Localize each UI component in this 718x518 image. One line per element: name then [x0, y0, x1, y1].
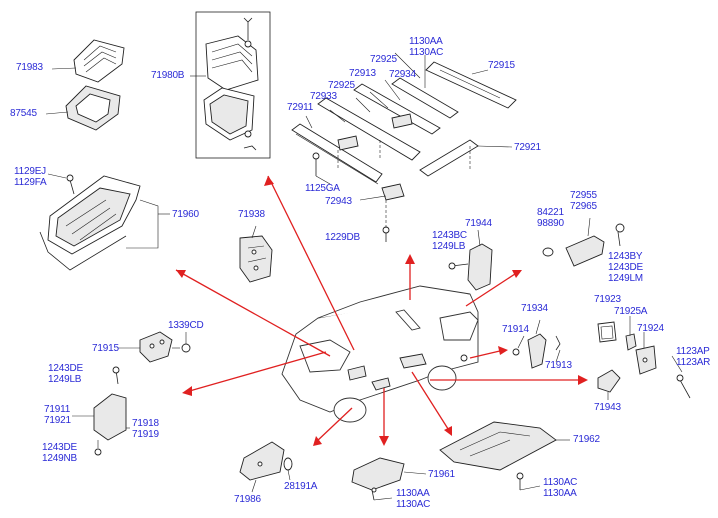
- crossmember-72934: [391, 77, 459, 119]
- crossmember-72911: [291, 123, 383, 185]
- label-72911: 72911: [287, 102, 314, 113]
- label-72943: 72943: [325, 196, 352, 207]
- bracket-71986: [239, 441, 285, 481]
- label-71925a: 71925A: [614, 306, 648, 317]
- label-1130ac-1130aa: 1130AC 1130AA: [543, 477, 578, 499]
- clip-71913: [555, 335, 561, 351]
- bracket-71924: [635, 345, 657, 375]
- label-84221-98890: 84221 98890: [537, 207, 564, 229]
- label-1243de-1249lb: 1243DE 1249LB: [48, 363, 83, 385]
- label-71944: 71944: [465, 218, 492, 229]
- label-71986: 71986: [234, 494, 261, 505]
- bracket-71934: [527, 333, 547, 369]
- label-71915: 71915: [92, 343, 119, 354]
- label-71913: 71913: [545, 360, 572, 371]
- crossmember-72933: [317, 97, 421, 161]
- label-71961: 71961: [428, 469, 455, 480]
- clip-71914: [512, 348, 520, 356]
- shield-71961: [351, 457, 405, 501]
- inset-frame: [195, 11, 271, 159]
- guard-71911: [93, 393, 127, 441]
- plate-72943: [381, 183, 405, 201]
- bolt-1243de: [112, 366, 120, 385]
- mat-71983: [73, 39, 125, 83]
- label-72925-a: 72925: [370, 54, 397, 65]
- label-71924: 71924: [637, 323, 664, 334]
- label-1130aa-1130ac-b: 1130AA 1130AC: [396, 488, 431, 510]
- label-72921: 72921: [514, 142, 541, 153]
- crossmember-72921: [419, 139, 479, 177]
- grommet-1339cd: [181, 343, 191, 353]
- label-71980b: 71980B: [151, 70, 185, 81]
- label-72955-72965: 72955 72965: [570, 190, 597, 212]
- label-71934: 71934: [521, 303, 548, 314]
- bracket-71943: [597, 369, 621, 393]
- crossmember-72915: [425, 61, 517, 109]
- label-1339cd: 1339CD: [168, 320, 204, 331]
- label-1243by-1243de-1249lm: 1243BY 1243DE 1249LM: [608, 251, 643, 284]
- bracket-72955: [565, 223, 625, 267]
- label-71943: 71943: [594, 402, 621, 413]
- label-72933: 72933: [310, 91, 337, 102]
- mat-71960: [39, 174, 141, 271]
- label-1125ga: 1125GA: [305, 183, 340, 194]
- bolt-1123ap: [676, 374, 691, 399]
- fastener-71980b: [243, 17, 257, 151]
- clip-71925a: [625, 333, 637, 351]
- leader-lines-misc: [97, 75, 683, 501]
- label-71914: 71914: [502, 324, 529, 335]
- label-1129ej-1129fa: 1129EJ 1129FA: [14, 166, 47, 188]
- label-28191a: 28191A: [284, 481, 318, 492]
- label-72915: 72915: [488, 60, 515, 71]
- label-1229db: 1229DB: [325, 232, 360, 243]
- label-71911-71921: 71911 71921: [44, 404, 71, 426]
- label-71960: 71960: [172, 209, 199, 220]
- label-72925-b: 72925: [328, 80, 355, 91]
- label-72934: 72934: [389, 69, 416, 80]
- mat-87545: [65, 85, 121, 131]
- label-71983: 71983: [16, 62, 43, 73]
- bracket-71944: [448, 243, 493, 291]
- pad-71923: [597, 321, 617, 343]
- bolt-1229db: [382, 226, 390, 242]
- pad-72925: [337, 113, 413, 151]
- label-1123ap-1123ar: 1123AP 1123AR: [676, 346, 711, 368]
- label-87545: 87545: [10, 108, 37, 119]
- label-71938: 71938: [238, 209, 265, 220]
- vehicle-body: [281, 285, 479, 423]
- pad-71915: [139, 331, 173, 363]
- label-71918-71919: 71918 71919: [132, 418, 159, 440]
- label-72913: 72913: [349, 68, 376, 79]
- panel-71980b-upper: [205, 35, 259, 91]
- label-1130aa-1130ac: 1130AA 1130AC: [409, 36, 444, 58]
- label-1243de-1249nb: 1243DE 1249NB: [42, 442, 77, 464]
- panel-71980b-lower: [203, 87, 255, 141]
- label-1243bc-1249lb: 1243BC 1249LB: [432, 230, 467, 252]
- bracket-71938: [239, 235, 273, 283]
- clip-84221: [542, 247, 554, 257]
- clip-28191a: [283, 457, 293, 471]
- pointer-arrows: [175, 175, 588, 446]
- bolt-1243de-b: [94, 448, 102, 456]
- bolt-1125ga: [312, 152, 320, 176]
- label-71923: 71923: [594, 294, 621, 305]
- label-71962: 71962: [573, 434, 600, 445]
- leader-lines-rear: [305, 52, 513, 228]
- shield-71962: [439, 421, 557, 490]
